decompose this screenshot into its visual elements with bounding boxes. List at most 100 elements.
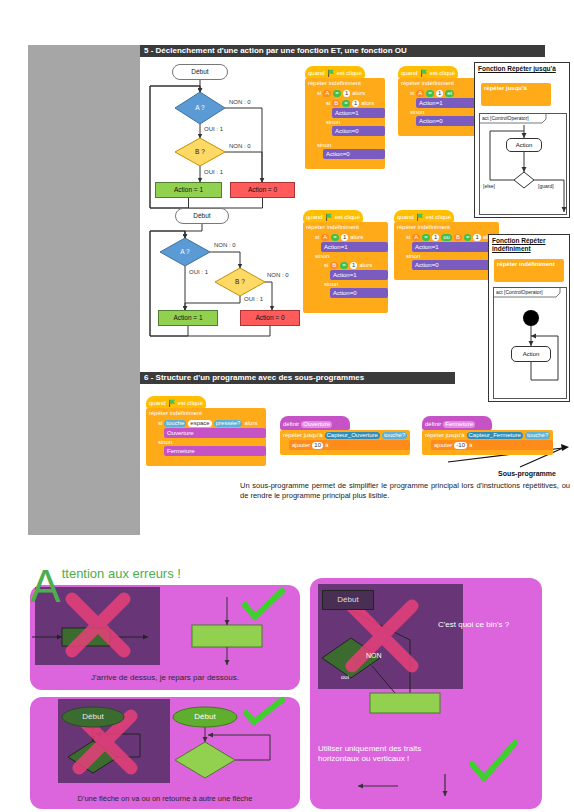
caption-text: Un sous-programme permet de simplifier l… [240, 481, 570, 500]
flow-connector [225, 152, 262, 182]
node-text: sinon [410, 108, 424, 116]
node-text: ou [441, 234, 452, 241]
edge-label: OUI : 1 [243, 296, 264, 303]
node-text: 1 [432, 234, 439, 241]
edge-label: NON : 0 [228, 99, 252, 106]
scratch-block: répéter indéfiniment [494, 259, 564, 282]
node-text: [else] [483, 183, 513, 189]
node-text: Action=1 [324, 242, 348, 252]
arrowhead [143, 635, 148, 640]
node-text: alors [359, 260, 372, 270]
frame-tab [480, 114, 546, 123]
arrowhead [208, 733, 213, 738]
node-text: A ? [195, 104, 204, 111]
scratch-block: siB=1alorsAction=1sinonAction=0 [323, 98, 385, 141]
start-terminal: Début [322, 590, 374, 610]
decision-diamond: A ? [175, 92, 225, 124]
node-text: = [464, 234, 472, 241]
start-terminal: Début [62, 707, 124, 727]
node-text: Ouverture [167, 428, 194, 438]
initial-node [523, 310, 539, 326]
node-text: C'est quoi ce bin's ? [438, 620, 538, 630]
section-header: 5 - Déclenchement d'une action par une f… [140, 45, 545, 57]
node-text: 1 [352, 100, 359, 107]
flow-connector [200, 124, 201, 138]
node-text: est cliqué [430, 68, 455, 78]
decision-diamond [175, 742, 235, 778]
decision-diamond: A ? [160, 238, 210, 266]
node-text: quand [306, 212, 333, 222]
node-text: Action [516, 142, 533, 149]
scratch-block: Action=0 [323, 149, 385, 159]
check-mark [245, 591, 282, 617]
node-text: pressée? [214, 420, 243, 427]
node-text: répéter indéfiniment [306, 222, 359, 232]
node-text: Action=1 [335, 108, 359, 118]
node-text: A ? [180, 248, 189, 255]
shape-outline [215, 268, 265, 296]
node-text: Début [193, 212, 210, 219]
node-text: = [333, 90, 341, 97]
scratch-block: Action=1 [412, 242, 499, 252]
node-text: 6 - Structure d'un programme avec des so… [144, 374, 364, 383]
node-text: Début [82, 713, 103, 722]
node-text: Fermeture [443, 421, 475, 428]
node-text: 5 - Déclenchement d'une action par une f… [144, 47, 407, 56]
node-text: Action=0 [333, 288, 357, 298]
scratch-block: Action=1 [330, 270, 388, 280]
shape-outline [160, 238, 210, 266]
scratch-block: sinon [312, 252, 388, 260]
arrowhead [225, 620, 230, 625]
node-text: ajouter [292, 440, 310, 450]
check-mark [472, 743, 515, 778]
shape-outline [62, 707, 124, 727]
illustration [480, 114, 566, 214]
node-text: B [454, 234, 462, 241]
node-text: si [324, 260, 328, 270]
arrowhead [203, 737, 208, 742]
edge-label: OUI : 1 [188, 269, 209, 276]
node-text: sinon [406, 252, 420, 260]
node-text: = [331, 234, 339, 241]
node-text: à [469, 440, 472, 450]
scratch-block: sitoucheespacepressée?alorsOuverturesino… [155, 418, 266, 461]
node-text: Capteur_Ouverture [325, 432, 380, 439]
scratch-block: sinon [314, 141, 385, 149]
node-text: = [340, 262, 348, 269]
node-text: B ? [235, 278, 245, 285]
arrowhead [561, 444, 569, 451]
node-text: répéter indéfiniment [149, 408, 202, 418]
scratch-block: sinon [403, 252, 499, 260]
flow-connector [185, 296, 240, 310]
node-text: Action=0 [415, 260, 439, 270]
tip-panel: D'une flèche on va ou on retourne à autr… [30, 697, 300, 809]
scratch-block: définirFermeture [422, 416, 492, 430]
illustration [494, 288, 566, 398]
shape-outline [173, 707, 237, 727]
node-text: alors [361, 98, 374, 108]
arrowhead [562, 207, 567, 212]
node-text: Fonction Répéter jusqu'à [478, 65, 568, 73]
scratch-block: quandest cliqué [394, 210, 454, 222]
node-text: 1 [473, 234, 480, 241]
node-text: 1 [350, 262, 357, 269]
process-box: Action = 1 [155, 182, 222, 198]
node-text: Action=1 [419, 98, 443, 108]
scratch-block: répéter indéfinimentsiA=1alorsAction=1si… [303, 222, 388, 313]
error-cross [352, 606, 412, 666]
flow-connector [200, 166, 201, 182]
scratch-block: répéter jusqu'àCapteur_Fermeturetouché?a… [422, 430, 553, 455]
action-node: Action [506, 138, 542, 152]
node-text: A [412, 234, 420, 241]
node-text: = [342, 100, 350, 107]
node-text: alors [350, 232, 363, 242]
shape-outline [175, 92, 225, 124]
start-terminal: Début [172, 64, 228, 80]
node-text: [guard] [538, 183, 568, 189]
frame-tab [494, 288, 560, 297]
scratch-block: répéter indéfinimentsiA=1ouB=1alorsActio… [394, 222, 499, 280]
node-text: Capteur_Fermeture [467, 432, 523, 439]
scratch-block: siB=1alorsAction=1sinonAction=0 [321, 260, 388, 303]
node-text: A [323, 90, 331, 97]
error-overlay [58, 699, 170, 783]
